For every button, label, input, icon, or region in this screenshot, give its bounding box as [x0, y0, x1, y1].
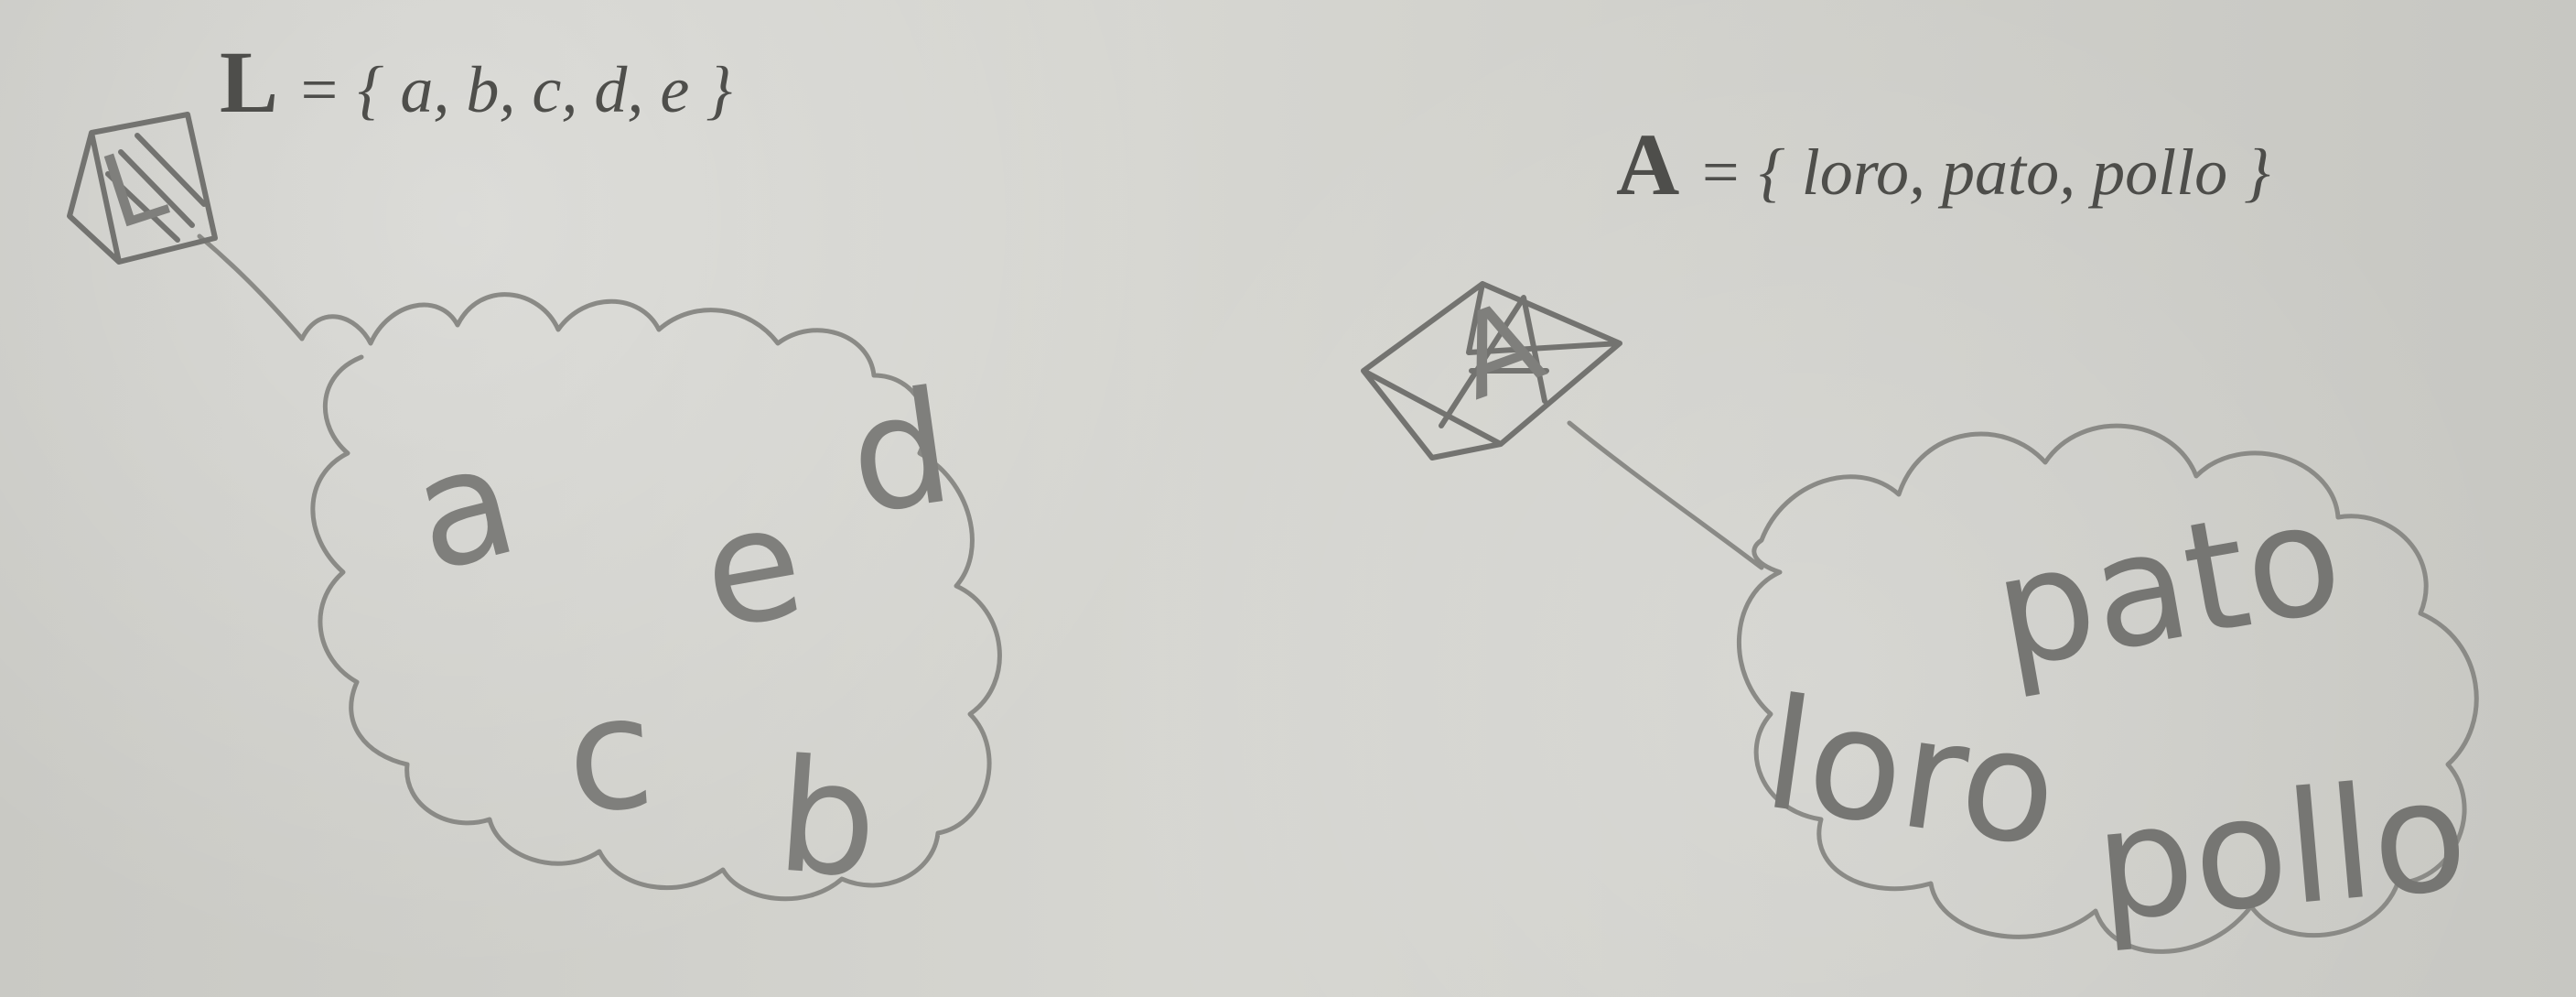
handwritten-letter-b: b — [772, 738, 882, 900]
handwritten-letter-c: c — [562, 675, 658, 836]
handwritten-word-pollo: pollo — [2089, 758, 2473, 944]
handwritten-word-loro: loro — [1757, 677, 2066, 870]
set-l-connector-line — [199, 236, 302, 339]
set-a-connector-line — [1569, 423, 1762, 568]
